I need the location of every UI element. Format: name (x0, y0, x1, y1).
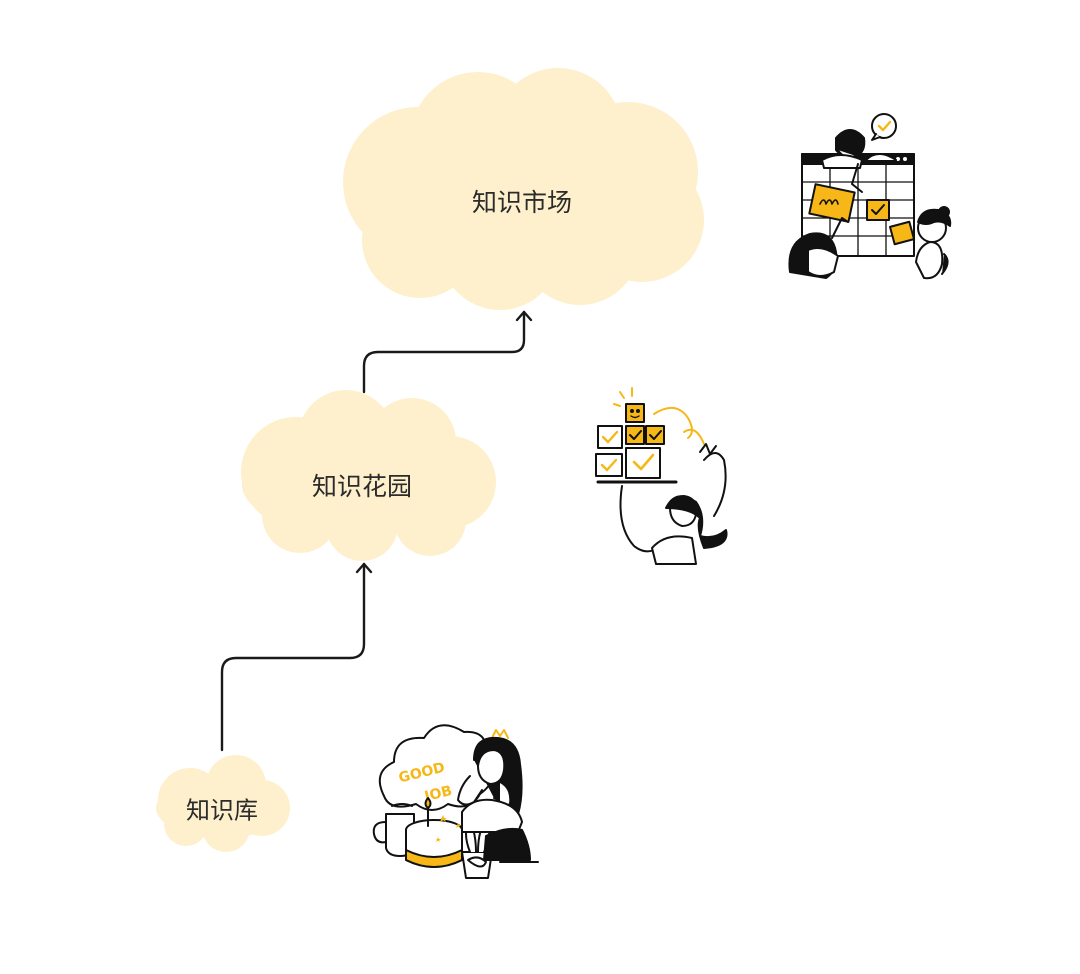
connector-library-garden (220, 562, 373, 752)
person-right (915, 206, 952, 280)
team-board-illustration (788, 113, 952, 280)
birthday-cake (405, 797, 463, 868)
cloud-library (156, 755, 290, 852)
celebration-illustration: GOOD JOB (372, 724, 539, 879)
sticky-note (808, 183, 856, 223)
person-celebrating (457, 736, 539, 863)
checklist-tray-illustration (595, 387, 728, 565)
connector-garden-market (362, 310, 533, 394)
person-holding-tray (619, 443, 728, 565)
node-label-market: 知识市场 (471, 188, 573, 217)
check-note (866, 199, 890, 221)
smiley-box (625, 403, 645, 423)
cloud-market (343, 68, 704, 310)
person-left (788, 217, 849, 279)
node-label-garden: 知识花园 (311, 472, 413, 501)
speech-bubble-check (871, 113, 897, 141)
person-pointing (821, 129, 897, 193)
cloud-garden (241, 390, 496, 561)
node-label-library: 知识库 (186, 796, 258, 825)
